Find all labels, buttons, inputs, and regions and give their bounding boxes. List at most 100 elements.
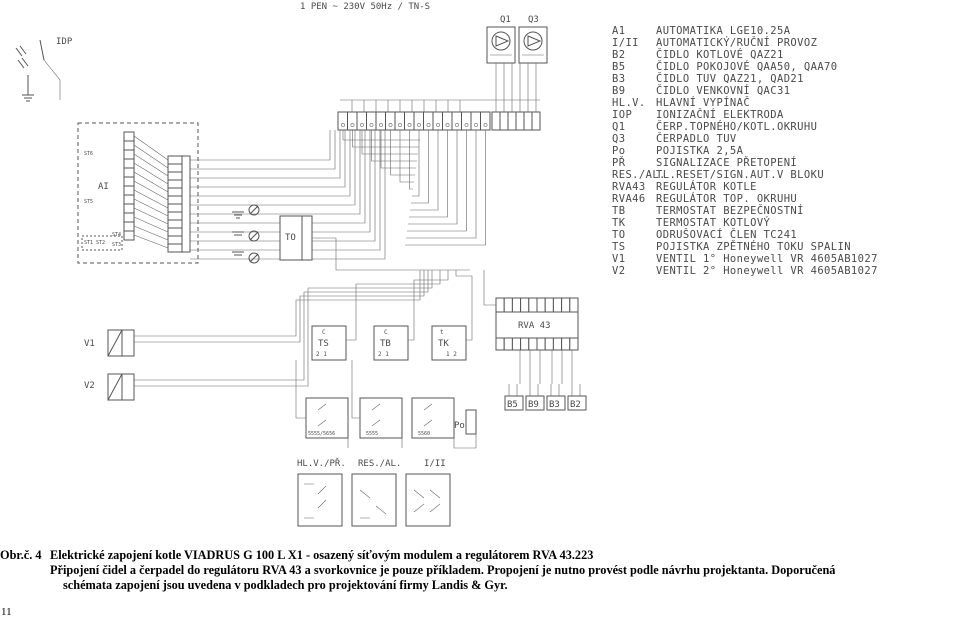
q1-label: Q1	[500, 15, 511, 25]
strip-cell	[123, 212, 135, 223]
legend-description: AUTOMATICKÝ/RUČNÍ PROVOZ	[656, 36, 817, 49]
iii-label: I/II	[424, 459, 446, 469]
legend-description: POJISTKA ZPĚTNÉHO TOKU SPALIN	[656, 240, 851, 253]
legend-description: IONIZAČNÍ ELEKTRODA	[656, 108, 784, 121]
pump-q1-symbol	[491, 31, 511, 51]
strip-cell	[167, 187, 183, 197]
legend-code: Q1	[612, 121, 625, 133]
routing-wires	[134, 237, 573, 449]
left-bundle-wire	[190, 130, 341, 179]
pump-terminal-cell	[523, 111, 533, 131]
fuse-po-symbol	[465, 409, 477, 435]
caption-line-3: schémata zapojení jsou uvedena v podklad…	[63, 578, 508, 592]
legend-code: Po	[612, 145, 625, 157]
st3-label: ST3	[112, 242, 121, 248]
rva-terminal-cell	[528, 337, 538, 351]
left-bundle-wire	[190, 130, 351, 197]
main-switch-symbol	[297, 473, 343, 527]
bundle-wire	[412, 130, 420, 197]
left-bundle-wire	[190, 130, 376, 242]
bundle-wire	[380, 130, 416, 169]
legend-code: IOP	[612, 109, 632, 121]
v1-label: V1	[84, 339, 95, 349]
rva-terminal-cell	[536, 337, 546, 351]
bundle-wire	[399, 130, 414, 183]
st1-label: ST1	[84, 240, 93, 246]
terminal-cell	[394, 111, 405, 131]
rva-terminal-cell	[561, 337, 571, 351]
left-bundle-wire	[190, 130, 346, 188]
legend-code: RES./AL.	[612, 169, 666, 181]
strip-link	[133, 225, 169, 241]
strip-link	[133, 135, 169, 161]
legend-description: ČIDLO VENKOVNÍ QAC31	[656, 84, 790, 97]
automatic-terminal-strip-2	[133, 135, 183, 253]
tb-label: TB	[380, 339, 391, 349]
strip-cell	[123, 131, 135, 142]
left-bundle-wire	[190, 130, 366, 224]
terminal-cell	[442, 111, 453, 131]
terminal-cell	[451, 111, 462, 131]
strip-cell	[123, 176, 135, 187]
automatic-frame	[77, 122, 199, 264]
st2-label: ST2	[96, 240, 105, 246]
rva-terminal-cell	[511, 337, 522, 351]
strip-cell	[123, 230, 135, 241]
strip-cell	[123, 149, 135, 160]
terminal-cell	[423, 111, 434, 131]
strip-cell	[167, 203, 183, 213]
strip-cell	[123, 158, 135, 169]
bundle-wire	[352, 130, 419, 148]
legend-description: REGULÁTOR KOTLE	[656, 180, 757, 193]
valve-v1-terminals	[121, 329, 135, 357]
v2-label: V2	[84, 381, 95, 391]
left-bundle-wire	[190, 130, 386, 260]
strip-cell	[167, 211, 183, 221]
bundle-wire	[390, 130, 415, 176]
legend-code: TK	[612, 217, 626, 229]
rva-terminal-cell	[536, 297, 546, 313]
sensor-wire	[571, 384, 581, 396]
tk-label: TK	[438, 339, 449, 349]
strip-link	[133, 180, 169, 201]
strip-cell	[167, 243, 183, 253]
ts-box	[311, 325, 347, 361]
pump-terminal-cell	[499, 111, 509, 131]
st5-label: ST5	[84, 199, 93, 205]
legend-description: ČERPADLO TUV	[656, 132, 737, 145]
strip-link	[133, 162, 169, 185]
strip-cell	[167, 155, 183, 165]
terminal-screw	[379, 123, 383, 127]
automatic-terminal-strip	[123, 131, 135, 241]
terminal-screw	[483, 123, 488, 127]
legend-description: TERMOSTAT BEZPEČNOSTNÍ	[656, 204, 804, 217]
rva-terminal-cell	[544, 337, 554, 351]
terminal-screw	[360, 123, 364, 127]
legend-description: POJISTKA 2,5A	[656, 145, 744, 157]
left-bundle-wire	[190, 130, 356, 206]
ts-c: C	[322, 329, 326, 336]
pump-q3-box	[518, 26, 548, 64]
rva-terminal-cell	[511, 297, 522, 313]
hlvpr-label: HL.V./PŘ.	[297, 457, 346, 469]
ts-label: TS	[318, 339, 329, 349]
rva43-label: RVA 43	[518, 321, 551, 331]
st-connector	[81, 235, 123, 251]
sensor-b3-box	[546, 395, 566, 411]
terminal-screw	[464, 123, 469, 127]
terminal-screw	[407, 123, 412, 127]
legend-code: Q3	[612, 133, 625, 145]
pump-terminal-cell	[491, 111, 501, 131]
idp-label: IDP	[56, 37, 73, 47]
st6-label: ST6	[84, 151, 93, 157]
terminal-cell	[385, 111, 396, 131]
legend-code: B9	[612, 85, 625, 97]
bundle-wire	[407, 130, 467, 232]
switch-box-3	[411, 397, 455, 439]
rva43-top-terminal-cells	[495, 297, 579, 313]
sensor-b9-box	[525, 395, 545, 411]
bundle-wire	[361, 130, 418, 155]
switch-box-2-label: 5555	[366, 431, 378, 437]
